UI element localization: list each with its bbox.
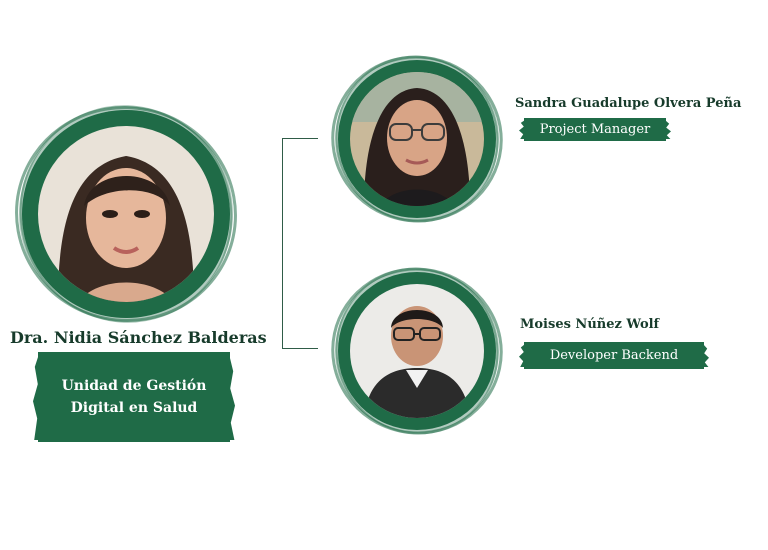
org-connector-bottom bbox=[282, 348, 318, 349]
member-photo-sandra bbox=[350, 72, 484, 206]
org-connector-top bbox=[282, 138, 318, 139]
lead-photo bbox=[38, 126, 214, 302]
lead-name: Dra. Nidia Sánchez Balderas bbox=[10, 328, 267, 347]
member-role-badge: Developer Backend bbox=[524, 342, 704, 369]
lead-unit-line2: Digital en Salud bbox=[70, 400, 198, 416]
member-role-badge: Project Manager bbox=[524, 118, 666, 141]
org-connector-vertical bbox=[282, 138, 283, 349]
member-name: Sandra Guadalupe Olvera Peña bbox=[515, 96, 742, 111]
lead-unit-badge: Unidad de Gestión Digital en Salud bbox=[38, 352, 230, 442]
lead-unit-line1: Unidad de Gestión bbox=[61, 378, 207, 394]
member-photo-moises bbox=[350, 284, 484, 418]
member-name: Moises Núñez Wolf bbox=[520, 317, 660, 332]
